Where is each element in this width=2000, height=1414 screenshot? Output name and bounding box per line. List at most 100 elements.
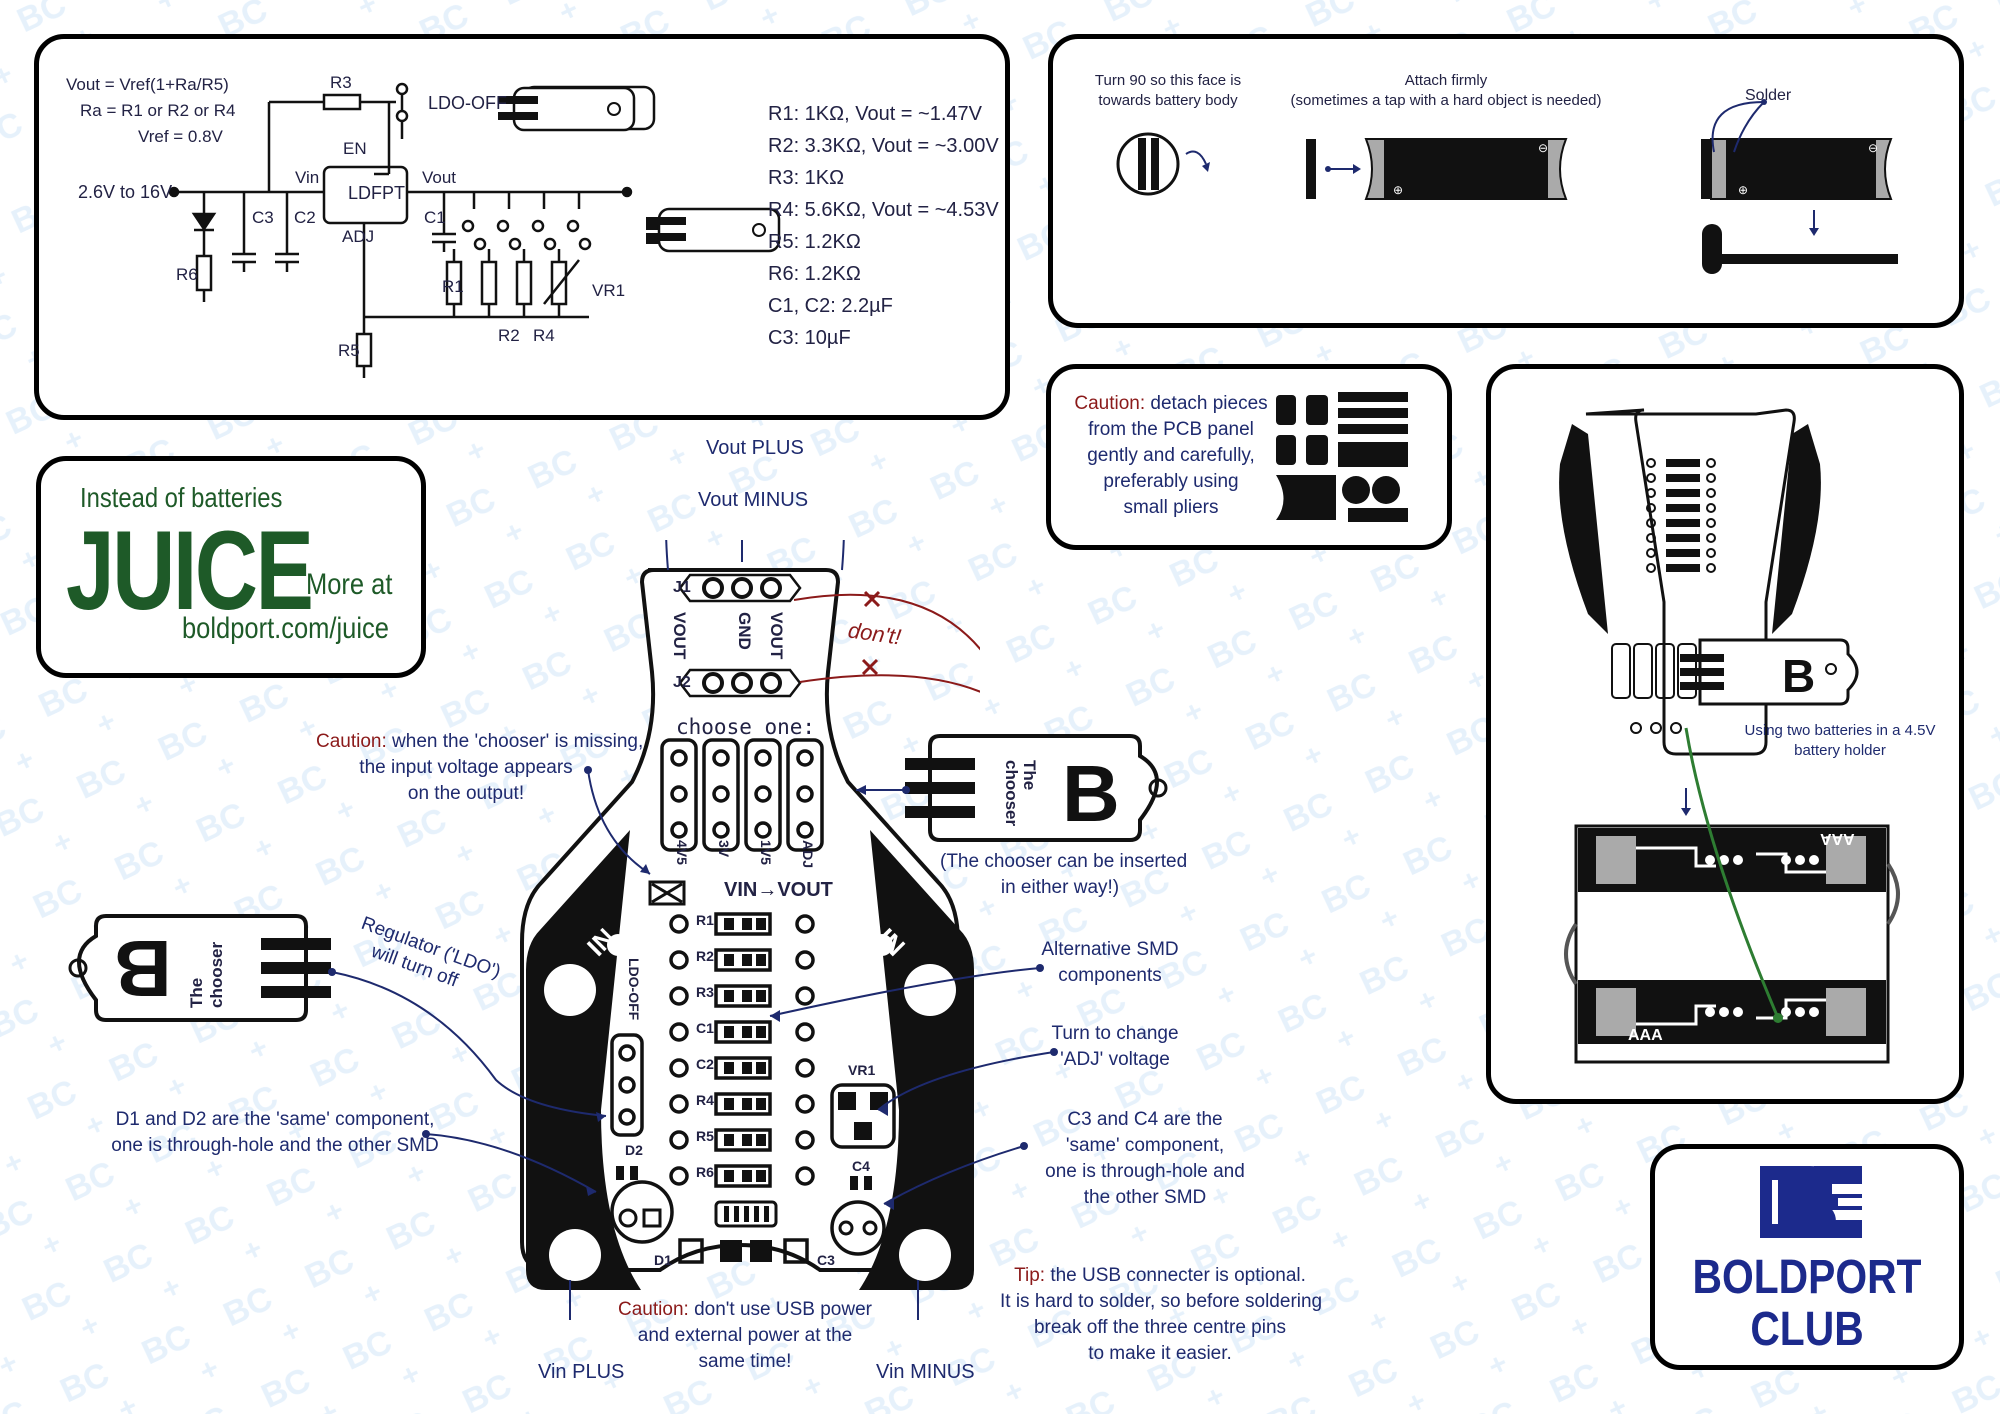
- battery-holder-drawing: B: [1559, 408, 1900, 1064]
- caution-detach-line-3: gently and carefully,: [1087, 445, 1255, 466]
- value-r4: R4: 5.6KΩ, Vout = ~4.53V: [768, 199, 999, 221]
- part-r1: R1: [696, 912, 714, 928]
- choose-one-label: choose one:: [676, 715, 816, 739]
- juice-logo-text: JUICE: [66, 508, 314, 633]
- board-d1: D1: [654, 1252, 672, 1268]
- vout-minus-label: Vout MINUS: [698, 489, 809, 511]
- tip-text: the USB connecter is optional.: [1045, 1265, 1306, 1286]
- label-r6: R6: [176, 265, 198, 284]
- vin-minus-label: Vin MINUS: [876, 1361, 975, 1383]
- label-r4: R4: [533, 326, 555, 345]
- step1-line-1: Turn 90 so this face is: [1094, 72, 1242, 89]
- juice-tagline: Instead of batteries: [80, 482, 283, 513]
- c3c4-note-line-1: C3 and C4 are the: [1067, 1109, 1223, 1130]
- chooser-piece-left: [68, 914, 331, 1022]
- alt-smd-note-line-2: components: [1058, 965, 1162, 986]
- pcb-panel-pieces-icon: [1276, 392, 1408, 522]
- caution-missing-line-3: on the output!: [407, 783, 525, 804]
- caution-detach-text: detach pieces: [1145, 393, 1268, 414]
- label-c2: C2: [294, 208, 316, 227]
- turn-adj-note-line-2: 'ADJ' voltage: [1060, 1049, 1170, 1070]
- solder-label: Solder: [1745, 87, 1792, 104]
- caution-detach-word: Caution:: [1074, 393, 1146, 414]
- label-vr1: VR1: [592, 281, 626, 300]
- tip-line-2: It is hard to solder, so before solderin…: [1000, 1291, 1323, 1312]
- board-c3: C3: [817, 1252, 835, 1268]
- label-ldo-off: LDO-OFF: [428, 93, 507, 113]
- svg-text:⊕: ⊕: [1393, 183, 1403, 197]
- juice-title-panel: [36, 456, 426, 678]
- tip-word: Tip:: [1014, 1265, 1046, 1286]
- juice-url: boldport.com/juice: [182, 612, 389, 645]
- caution-usb-line-2: and external power at the: [637, 1325, 853, 1346]
- step2-line-2: (sometimes a tap with a hard object is n…: [1290, 92, 1602, 109]
- caution-detach-line-1: Caution: detach pieces: [1066, 392, 1276, 416]
- label-en: EN: [343, 139, 367, 158]
- vin-plus-label: Vin PLUS: [538, 1361, 625, 1383]
- board-j1: J1: [673, 579, 691, 596]
- formula-line-3: Vref = 0.8V: [138, 127, 223, 146]
- caution-detach-line-5: small pliers: [1123, 497, 1219, 518]
- formula-line-2: Ra = R1 or R2 or R4: [80, 101, 236, 120]
- value-c1-c2: C1, C2: 2.2µF: [768, 295, 893, 317]
- tip-line-4: to make it easier.: [1088, 1343, 1232, 1364]
- d1d2-note-line-2: one is through-hole and the other SMD: [111, 1135, 439, 1156]
- label-vout: Vout: [422, 168, 457, 187]
- value-r3: R3: 1KΩ: [768, 167, 845, 189]
- tip-line-3: break off the three centre pins: [1033, 1317, 1287, 1338]
- value-r2: R2: 3.3KΩ, Vout = ~3.00V: [768, 135, 999, 157]
- caution-missing-line-2: the input voltage appears: [359, 757, 573, 778]
- board-j2: J2: [673, 674, 691, 691]
- part-r3: R3: [696, 984, 714, 1000]
- value-r1: R1: 1KΩ, Vout = ~1.47V: [768, 103, 982, 125]
- part-c1: C1: [696, 1020, 714, 1036]
- svg-text:⊕: ⊕: [1738, 183, 1748, 197]
- formula-line-1: Vout = Vref(1+Ra/R5): [66, 75, 229, 94]
- label-r5: R5: [338, 341, 360, 360]
- turn-adj-note-line-1: Turn to change: [1051, 1023, 1179, 1044]
- label-vin: Vin: [295, 168, 320, 187]
- brand-line-2: CLUB: [1750, 1303, 1864, 1356]
- tip-line-1: Tip: the USB connecter is optional.: [1000, 1264, 1320, 1288]
- caution-missing-line-1: Caution: when the 'chooser' is missing,: [316, 730, 643, 754]
- c3c4-note-line-4: the other SMD: [1083, 1187, 1207, 1208]
- chooser-note-line-2: in either way!): [1000, 877, 1120, 898]
- juice-more-at: More at: [306, 568, 393, 601]
- value-r5: R5: 1.2KΩ: [768, 231, 861, 253]
- value-r6: R6: 1.2KΩ: [768, 263, 861, 285]
- brand-line-1: BOLDPORT: [1692, 1251, 1922, 1304]
- chooser-note-line-1: (The chooser can be inserted: [940, 851, 1188, 872]
- alt-smd-note-line-1: Alternative SMD: [1041, 939, 1179, 960]
- battery-note-line-2: battery holder: [1794, 742, 1886, 759]
- label-adj: ADJ: [342, 227, 375, 246]
- step1-line-2: towards battery body: [1098, 92, 1238, 109]
- step2-line-1: Attach firmly: [1404, 72, 1488, 89]
- svg-text:B: B: [1782, 650, 1815, 702]
- label-r3: R3: [330, 73, 352, 92]
- part-r5: R5: [696, 1128, 714, 1144]
- schematic-drawing: [168, 82, 781, 378]
- assembly-drawing: ⊖ ⊕ ⊖ ⊕: [1116, 99, 1898, 274]
- caution-missing-text: when the 'chooser' is missing,: [386, 731, 644, 752]
- battery-aaa-top: AAA: [1820, 830, 1855, 847]
- c3c4-note-line-2: 'same' component,: [1065, 1135, 1225, 1156]
- svg-text:⊖: ⊖: [1868, 141, 1878, 155]
- board-vr1: VR1: [848, 1062, 876, 1078]
- caution-usb-word: Caution:: [618, 1299, 689, 1320]
- c3c4-note-line-3: one is through-hole and: [1045, 1161, 1245, 1182]
- caution-usb-line-3: same time!: [698, 1351, 792, 1372]
- value-c3: C3: 10µF: [768, 327, 851, 349]
- label-r2: R2: [498, 326, 520, 345]
- label-r1: R1: [442, 277, 464, 296]
- label-c3: C3: [252, 208, 274, 227]
- label-ldfpt: LDFPT: [348, 183, 406, 203]
- d1d2-note-line-1: D1 and D2 are the 'same' component,: [115, 1109, 435, 1130]
- battery-note-line-1: Using two batteries in a 4.5V: [1744, 722, 1936, 739]
- board-c4: C4: [852, 1158, 870, 1174]
- caution-detach-line-4: preferably using: [1103, 471, 1239, 492]
- label-c1: C1: [424, 208, 446, 227]
- board-d2: D2: [625, 1142, 643, 1158]
- chooser-right-logo: B: [1062, 749, 1120, 838]
- vin-vout-label: VIN→VOUT: [724, 879, 833, 901]
